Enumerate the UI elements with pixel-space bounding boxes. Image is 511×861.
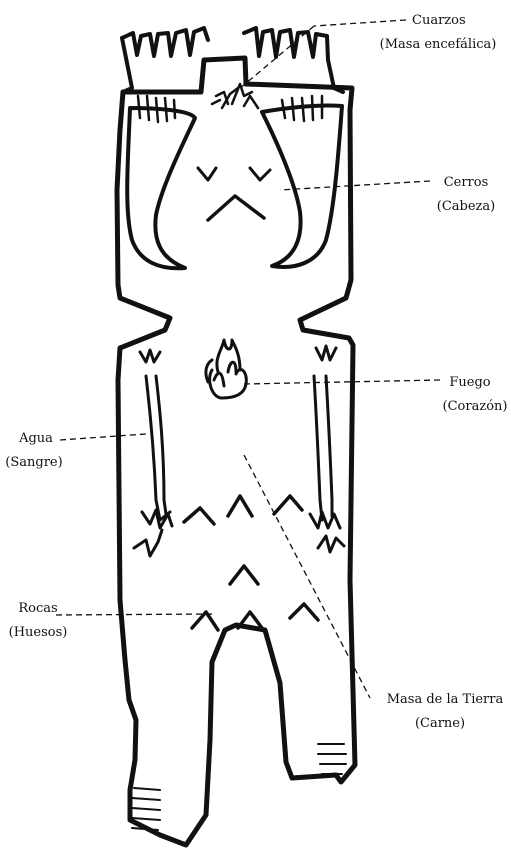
label-fuego-name: Fuego bbox=[449, 375, 490, 390]
label-cerros-meaning: (Cabeza) bbox=[437, 199, 495, 214]
label-agua-meaning: (Sangre) bbox=[5, 455, 62, 470]
fire-heart bbox=[206, 340, 246, 398]
label-masa-name: Masa de la Tierra bbox=[387, 692, 504, 707]
rock-chevrons bbox=[184, 496, 318, 630]
leader-agua bbox=[60, 434, 146, 440]
face-eyes bbox=[198, 168, 270, 180]
label-cuarzos-meaning: (Masa encefálica) bbox=[380, 37, 497, 52]
leader-cuarzos bbox=[314, 20, 406, 26]
label-rocas-name: Rocas bbox=[18, 601, 57, 616]
right-arm-on-head bbox=[262, 105, 342, 267]
leader-rocas bbox=[56, 614, 212, 615]
label-rocas-meaning: (Huesos) bbox=[9, 625, 68, 640]
right-blood-vessel bbox=[310, 346, 344, 552]
quartz-crystals bbox=[212, 84, 258, 108]
face-mouth bbox=[208, 196, 264, 220]
label-cuarzos-name: Cuarzos bbox=[412, 13, 466, 28]
label-masa-meaning: (Carne) bbox=[415, 716, 465, 731]
right-foot-stripes bbox=[318, 744, 346, 774]
label-agua-name: Agua bbox=[18, 431, 53, 446]
leader-cerros bbox=[280, 181, 430, 190]
label-cerros-name: Cerros bbox=[444, 175, 489, 190]
left-blood-vessel bbox=[134, 350, 172, 556]
label-fuego-meaning: (Corazón) bbox=[443, 399, 508, 414]
left-arm-on-head bbox=[127, 108, 195, 268]
leader-fuego bbox=[244, 380, 440, 384]
